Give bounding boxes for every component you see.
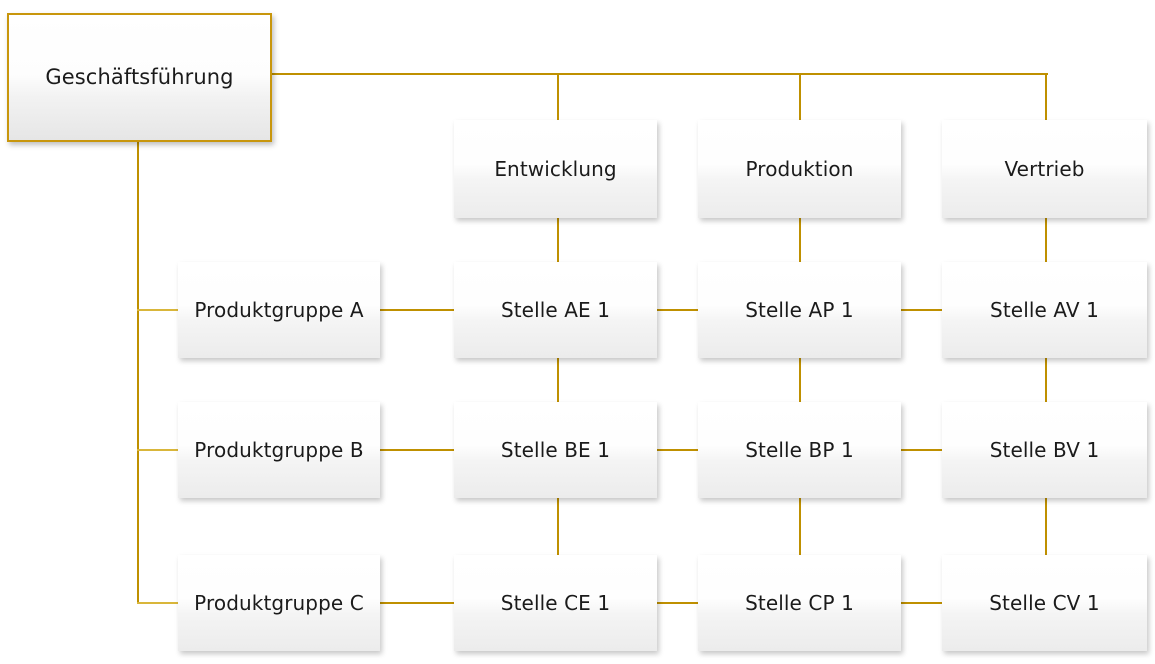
connector-row-a-p-to-v (899, 309, 943, 311)
connector-col-p-seg-2 (799, 358, 801, 402)
connector-col-e-seg-1 (557, 218, 559, 262)
connector-top-bus (272, 73, 1048, 75)
connector-row-b-p-to-v (899, 449, 943, 451)
connector-spine-to-produktgruppe-c (137, 602, 180, 604)
node-produktion[interactable]: Produktion (698, 120, 901, 218)
node-stelle-cv-1[interactable]: Stelle CV 1 (942, 555, 1147, 651)
node-stelle-ae-1[interactable]: Stelle AE 1 (454, 262, 657, 358)
node-produktgruppe-c[interactable]: Produktgruppe C (178, 555, 380, 651)
node-stelle-bv-1[interactable]: Stelle BV 1 (942, 402, 1147, 498)
connector-bus-to-entwicklung (557, 73, 559, 120)
connector-bus-to-vertrieb (1045, 73, 1047, 120)
connector-row-c-pg-to-e (378, 602, 456, 604)
node-stelle-ap-1[interactable]: Stelle AP 1 (698, 262, 901, 358)
connector-row-a-pg-to-e (378, 309, 456, 311)
connector-col-v-seg-3 (1045, 498, 1047, 555)
node-label: Stelle BV 1 (989, 437, 1100, 462)
connector-row-c-e-to-p (656, 602, 700, 604)
node-label: Stelle CE 1 (500, 590, 611, 615)
connector-col-v-seg-1 (1045, 218, 1047, 262)
node-label: Stelle AE 1 (500, 297, 611, 322)
connector-row-a-e-to-p (656, 309, 700, 311)
connector-col-p-seg-1 (799, 218, 801, 262)
connector-row-b-pg-to-e (378, 449, 456, 451)
node-label: Produktgruppe A (194, 297, 364, 322)
connector-row-c-p-to-v (899, 602, 943, 604)
node-stelle-bp-1[interactable]: Stelle BP 1 (698, 402, 901, 498)
node-geschaeftsfuehrung[interactable]: Geschäftsführung (7, 13, 272, 142)
node-label: Stelle BE 1 (500, 437, 611, 462)
node-label: Produktion (745, 156, 854, 181)
connector-col-v-seg-2 (1045, 358, 1047, 402)
connector-col-e-seg-3 (557, 498, 559, 555)
node-produktgruppe-a[interactable]: Produktgruppe A (178, 262, 380, 358)
node-label: Produktgruppe C (194, 590, 364, 615)
connector-spine-to-produktgruppe-b (137, 449, 180, 451)
node-produktgruppe-b[interactable]: Produktgruppe B (178, 402, 380, 498)
node-stelle-ce-1[interactable]: Stelle CE 1 (454, 555, 657, 651)
node-stelle-cp-1[interactable]: Stelle CP 1 (698, 555, 901, 651)
node-label: Stelle AV 1 (990, 297, 1099, 322)
connector-col-p-seg-3 (799, 498, 801, 555)
node-stelle-av-1[interactable]: Stelle AV 1 (942, 262, 1147, 358)
node-label: Entwicklung (494, 156, 617, 181)
connector-bus-to-produktion (799, 73, 801, 120)
node-entwicklung[interactable]: Entwicklung (454, 120, 657, 218)
node-label: Stelle BP 1 (745, 437, 854, 462)
node-vertrieb[interactable]: Vertrieb (942, 120, 1147, 218)
node-label: Stelle AP 1 (745, 297, 854, 322)
node-label: Stelle CV 1 (989, 590, 1100, 615)
connector-root-spine (137, 142, 139, 604)
connector-col-e-seg-2 (557, 358, 559, 402)
node-stelle-be-1[interactable]: Stelle BE 1 (454, 402, 657, 498)
node-label: Geschäftsführung (45, 65, 234, 90)
node-label: Vertrieb (1004, 156, 1085, 181)
node-label: Stelle CP 1 (745, 590, 854, 615)
connector-row-b-e-to-p (656, 449, 700, 451)
connector-spine-to-produktgruppe-a (137, 309, 180, 311)
node-label: Produktgruppe B (194, 437, 364, 462)
